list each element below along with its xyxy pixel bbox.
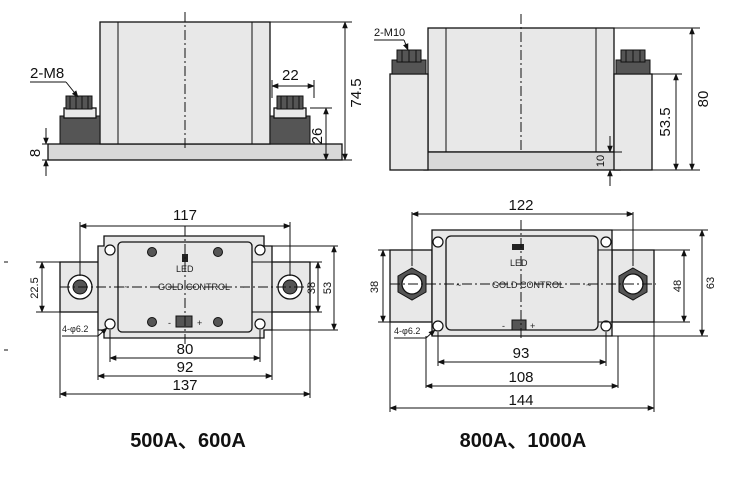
right-mount-hole-1 [432,236,444,248]
left-inner-width-label: 92 [177,359,194,376]
right-mount-hole-2 [600,236,612,248]
right-mount-hole-4 [600,320,612,332]
left-width-inner-label: 38 [306,282,318,294]
right-top-view: LED GOLD CONTROL ~ ~ - + 122 93 108 144 … [369,197,717,412]
left-bolt-a [65,95,93,110]
left-terminal-block-b [269,115,311,145]
left-width-outer-label: 53 [322,282,334,294]
right-height-label: 80 [695,91,712,108]
right-overall-length-label: 144 [508,392,533,409]
left-mount-hole-1 [104,244,116,256]
left-control-terminal [175,315,193,328]
left-terminal-width-top-label: 22.5 [29,277,41,298]
svg-text:~: ~ [456,280,461,290]
right-hole-span-label: 93 [513,345,530,362]
left-minus-label: - [168,318,171,328]
left-screw-3 [147,317,157,327]
right-brand-label: GOLD CONTROL [492,280,564,290]
left-base-label: 8 [27,149,44,157]
left-terminal-width-label: 22 [282,67,299,84]
right-side-view: 2-M10 80 53.5 10 [374,14,712,186]
right-inner-width-label: 108 [508,369,533,386]
right-terminal-height-label: 53.5 [657,107,674,136]
right-overall-hole-span: 122 [508,197,533,214]
right-mount-hole-3 [432,320,444,332]
right-led-label: LED [510,258,528,268]
right-terminal-block-a [389,73,429,171]
left-bolt-b [276,95,304,110]
left-bolt-callout: 2-M8 [30,65,64,82]
left-mount-hole-3 [104,318,116,330]
left-hole-span-label: 80 [177,341,194,358]
right-base-plate [423,151,621,171]
left-screw-2 [213,247,223,257]
right-hole-note: 4-φ6.2 [394,326,420,336]
left-overall-hole-span: 117 [173,207,197,224]
right-plus-label: + [530,321,535,331]
left-terminal-height-label: 26 [309,128,326,145]
right-terminal-block-b [613,73,653,171]
right-minus-label: - [502,321,505,331]
left-plus-label: + [197,318,202,328]
right-bolt-callout: 2-M10 [374,27,405,39]
left-model-title: 500A、600A [130,430,246,452]
left-screw-1 [147,247,157,257]
left-mount-hole-2 [254,244,266,256]
svg-text:~: ~ [586,280,591,290]
right-terminal-width-top-label: 38 [369,281,381,293]
left-mount-hole-4 [254,318,266,330]
left-top-view: LED GOLD CONTROL ~ ~ - + 117 80 92 137 [4,207,338,398]
right-width-outer-label: 63 [705,277,717,289]
left-base-plate [47,143,343,161]
right-width-inner-label: 48 [672,280,684,292]
svg-text:~: ~ [124,282,129,292]
left-terminal-block-a [59,115,101,145]
left-side-view: 2-M8 22 74.5 26 8 [27,12,365,176]
left-height-label: 74.5 [348,78,365,107]
left-screw-4 [213,317,223,327]
left-overall-length-label: 137 [172,377,197,394]
right-control-terminal [511,319,527,331]
right-model-title: 800A、1000A [460,430,587,452]
right-led-indicator [512,244,524,250]
right-base-label: 10 [595,155,607,167]
left-hole-note: 4-φ6.2 [62,324,88,334]
